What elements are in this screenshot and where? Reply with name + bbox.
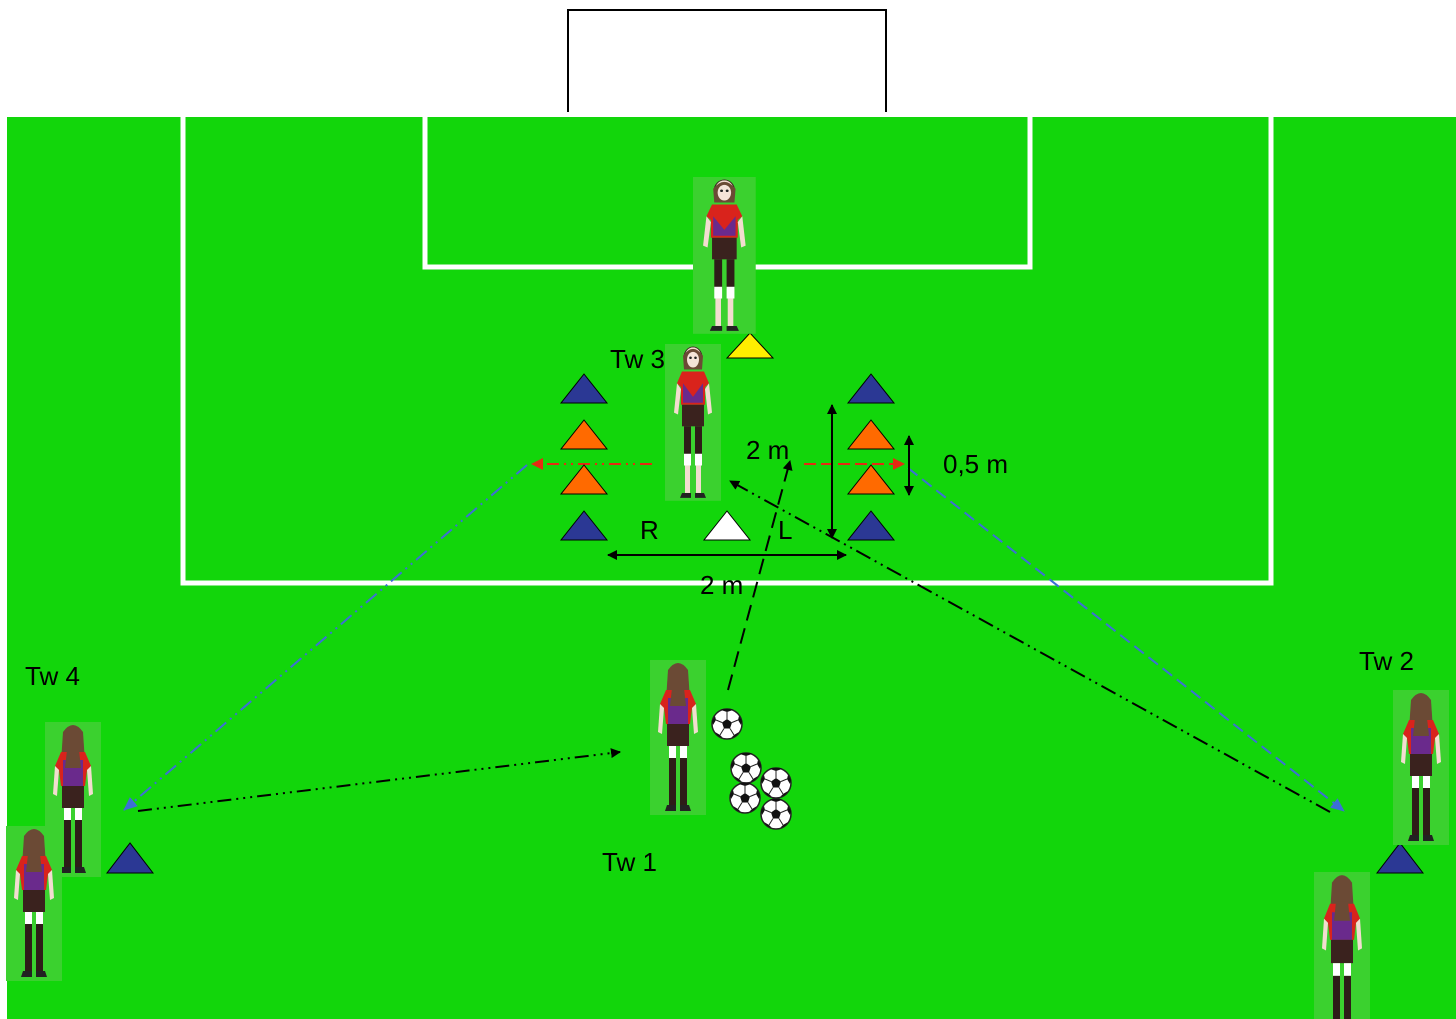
label-tw4: Tw 4: [25, 661, 80, 691]
ball-icon: [731, 753, 761, 783]
label-dist-small: 0,5 m: [943, 449, 1008, 479]
label-tw1: Tw 1: [602, 847, 657, 877]
label-right: R: [640, 515, 659, 545]
player-tw1: [650, 660, 706, 815]
goal-frame: [568, 10, 886, 112]
label-dist-vertical: 2 m: [746, 435, 789, 465]
label-tw2: Tw 2: [1359, 646, 1414, 676]
ball-icon: [761, 768, 791, 798]
player-tw4-back: [6, 826, 62, 981]
ball-icon: [712, 709, 742, 739]
ball-icon: [761, 799, 791, 829]
player-tw2-front: [1393, 690, 1449, 845]
ball-icon: [730, 783, 760, 813]
label-dist-horizontal: 2 m: [700, 570, 743, 600]
label-left: L: [778, 515, 792, 545]
goalkeeper-in-goal: [693, 177, 756, 334]
player-tw3: [665, 344, 721, 501]
player-tw2-back: [1314, 872, 1370, 1019]
label-tw3: Tw 3: [610, 344, 665, 374]
